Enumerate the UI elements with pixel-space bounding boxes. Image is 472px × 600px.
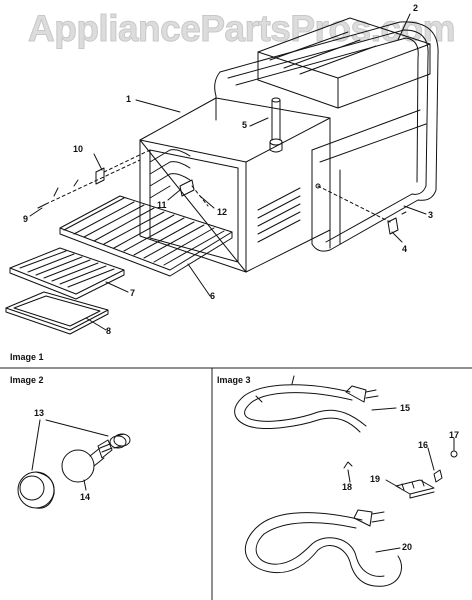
callout-16: 16 [418,440,429,450]
leader-lines-image1 [29,13,427,331]
broiler-pan [5,291,109,335]
fasteners [37,167,407,235]
light-bulb [61,439,113,483]
broiler-pan-insert [9,247,125,300]
callout-11: 11 [157,200,167,210]
broil-element [234,375,379,433]
callout-12: 12 [217,207,228,217]
callout-5: 5 [242,120,248,130]
element-small-parts [343,450,458,499]
callout-17: 17 [449,430,460,440]
callout-14: 14 [80,492,91,502]
callout-10: 10 [73,144,84,154]
callout-3: 3 [428,210,434,220]
bake-element [244,509,402,587]
top-insulation-block [257,17,431,109]
caption-image-3: Image 3 [217,375,251,385]
oven-rack [59,195,233,277]
callout-18: 18 [342,482,353,492]
callout-20: 20 [402,542,413,552]
callout-4: 4 [402,244,408,254]
callout-19: 19 [370,474,381,484]
watermark: AppliancePartsPros.com [28,8,456,50]
caption-image-1: Image 1 [10,352,44,362]
callout-2: 2 [413,3,419,13]
leader-lines-image3 [347,407,455,553]
vent-tube [269,97,283,153]
lamp-cover [17,471,55,509]
caption-image-2: Image 2 [10,375,44,385]
callout-15: 15 [400,403,411,413]
oven-liner [139,97,331,273]
callout-8: 8 [106,326,112,336]
oven-cabinet-wrapper [214,21,439,252]
callout-7: 7 [130,288,136,298]
callout-9: 9 [23,214,29,224]
lamp-socket-ring [109,433,131,449]
callout-1: 1 [126,94,132,104]
callout-13: 13 [34,408,45,418]
callout-6: 6 [210,291,216,301]
leader-lines-image2 [31,419,109,491]
section-dividers [0,367,472,600]
